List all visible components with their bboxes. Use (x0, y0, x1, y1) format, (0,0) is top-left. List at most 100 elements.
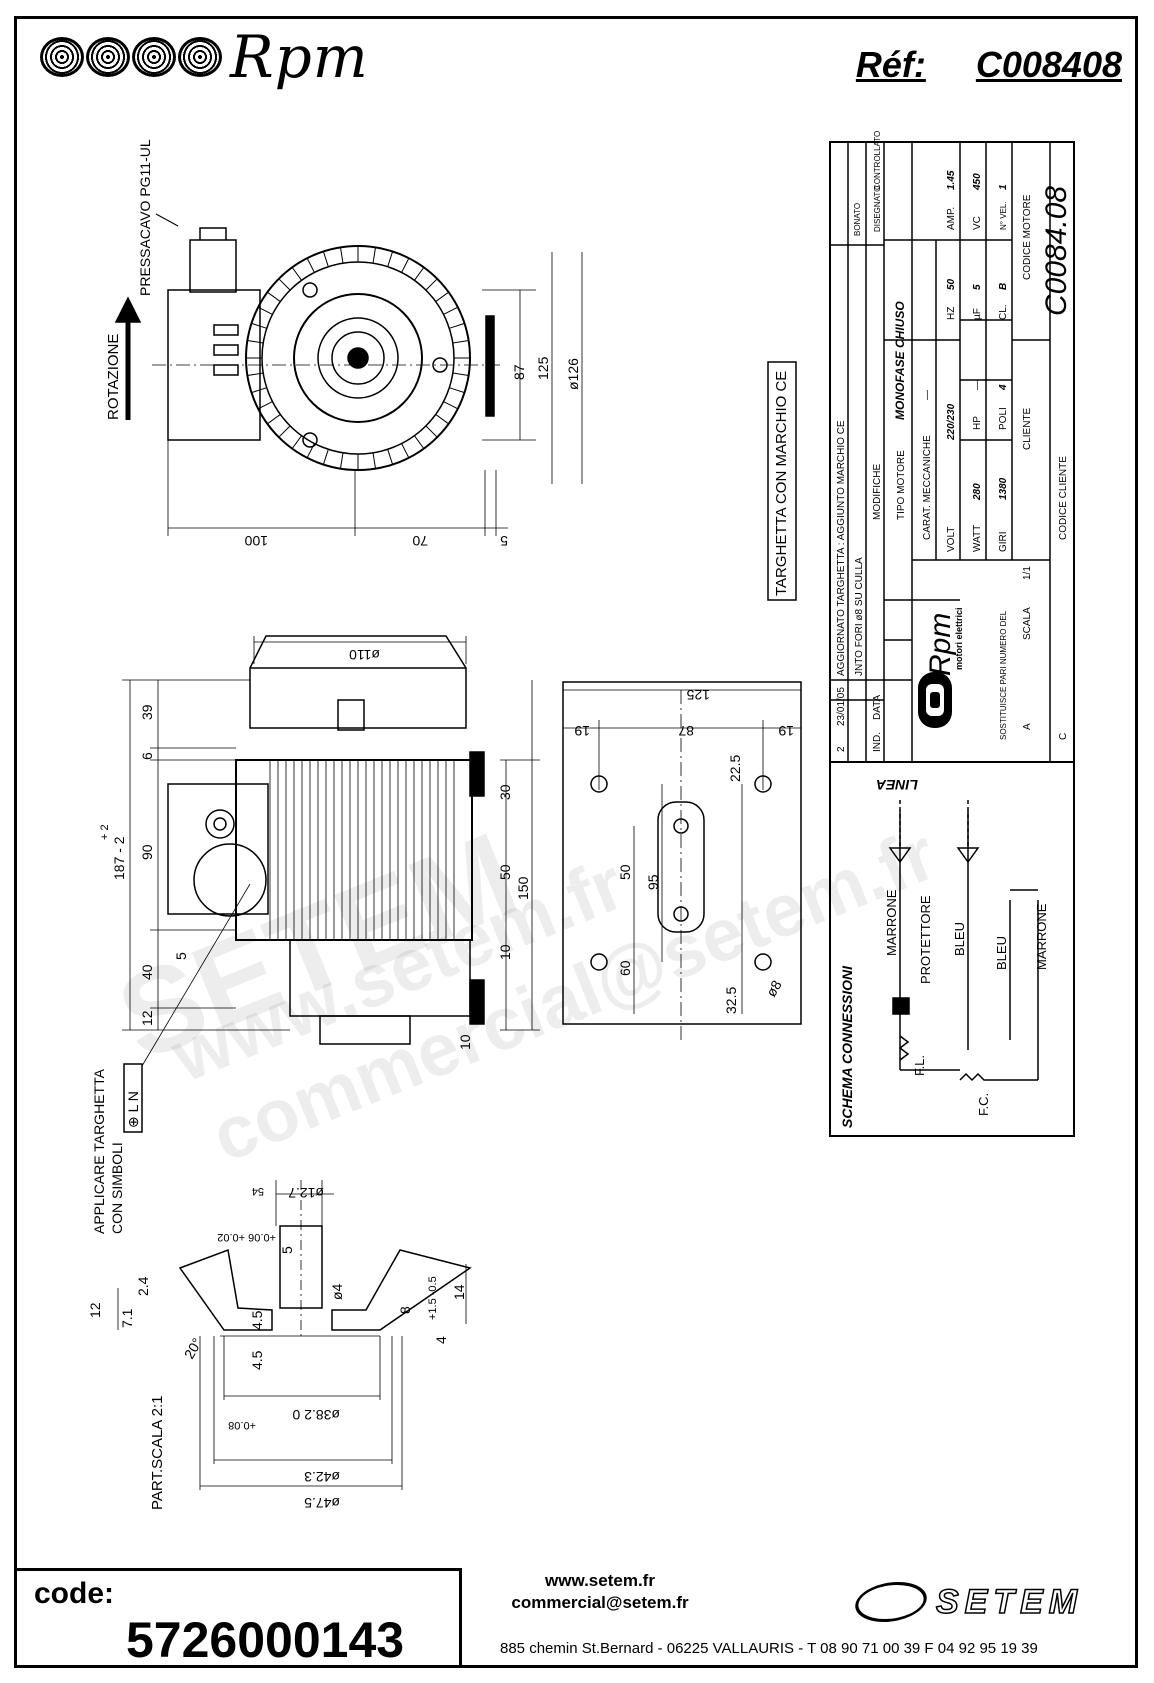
bleu2-label: BLEU (994, 936, 1009, 970)
giri-label: GIRI (998, 531, 1009, 552)
code-label: code: (34, 1577, 115, 1610)
title-block-coil-icon (918, 672, 952, 728)
tipo-motore-label: TIPO MOTORE (896, 450, 907, 520)
symbols: ⊕ L N (125, 1091, 141, 1128)
rotation-label: ROTAZIONE (105, 334, 122, 420)
contact-block: www.setem.fr commercial@setem.fr (500, 1570, 700, 1614)
top-view (114, 213, 583, 536)
marrone2-label: MARRONE (1034, 903, 1049, 970)
dim-125-top: 125 (535, 356, 551, 380)
dim-50-base: 50 (617, 864, 633, 880)
dim-5-top: 5 (500, 533, 508, 549)
dim-40: 40 (139, 964, 155, 980)
dim-d8: ø8 (763, 977, 785, 999)
address: 885 chemin St.Bernard - 06225 VALLAURIS … (500, 1640, 1038, 1657)
c-label: C (1058, 733, 1069, 740)
watt-value: 280 (972, 483, 983, 501)
cl-label: CL. (998, 304, 1009, 320)
dim-87-base: 87 (678, 723, 694, 739)
dim-187: 187 - 2 (111, 836, 127, 880)
col-data: DATA (872, 694, 883, 720)
bonato-label: BONATO (853, 203, 862, 236)
amp-label: AMP. (946, 207, 957, 230)
amp-value: 1.45 (946, 170, 957, 190)
dim-d47: ø47.5 (304, 1495, 340, 1511)
dim-4-detail: 4 (433, 1336, 449, 1344)
codice-motore-label: CODICE MOTORE (1022, 194, 1033, 280)
dim-12-side: 12 (139, 1010, 155, 1026)
dim-d12-7: ø12.7 (288, 1185, 324, 1201)
ref-value: C008408 (975, 44, 1122, 85)
dim-30: 30 (497, 784, 513, 800)
bleu1-label: BLEU (952, 922, 967, 956)
volt-label: VOLT (946, 527, 957, 552)
reference: Réf: C008408 (856, 44, 1122, 86)
rev-no: 2 (836, 746, 847, 752)
dim-d4: ø4 (329, 1283, 345, 1300)
title-block-brand: Rpm (924, 613, 957, 676)
cable-gland-label: PRESSACAVO PG11-UL (137, 139, 153, 296)
dim-d126: ø126 (565, 358, 581, 390)
dim-d38-tol: +0.08 (228, 1419, 256, 1431)
dim-7-1: 7.1 (119, 1308, 135, 1328)
dim-22-5: 22.5 (727, 755, 743, 782)
dim-6: 6 (139, 752, 155, 760)
dim-60: 60 (617, 960, 633, 976)
setem-logo: SETEM (848, 1582, 1084, 1622)
col-ind: IND. (872, 732, 883, 752)
watt-label: WATT (972, 525, 983, 552)
code-box: code: 5726000143 (14, 1568, 462, 1668)
poli-value: 4 (998, 384, 1009, 391)
controllato-label: CONTROLLATO (873, 131, 882, 190)
hz-value: 50 (946, 278, 957, 290)
dim-95: 95 (645, 874, 661, 890)
title-block-brand-sub: motori elettrici (954, 607, 964, 670)
website-link[interactable]: www.setem.fr (545, 1571, 655, 1590)
setem-name: SETEM (935, 1582, 1084, 1622)
code-value: 5726000143 (126, 1612, 405, 1668)
dim-10-side: 10 (497, 944, 513, 960)
dim-19b: 19 (778, 723, 794, 739)
dim-12-detail: 12 (87, 1302, 103, 1318)
cl-value: B (998, 283, 1009, 290)
rev-date: 23/01/05 (836, 687, 847, 726)
carat-label: CARAT. MECCANICHE (922, 435, 933, 540)
dim-32-5: 32.5 (723, 987, 739, 1014)
detail-scale-note: PART.SCALA 2:1 (149, 1395, 166, 1510)
side-view (122, 635, 540, 1133)
symbols-note-1: APPLICARE TARGHETTA (91, 1068, 107, 1234)
plate-note-box (767, 361, 797, 601)
tipo-motore-value: MONOFASE CHIUSO (893, 301, 907, 420)
dim-14: 14 (451, 1284, 467, 1300)
dim-4-5: 4.5 (249, 1310, 265, 1330)
dim-187-tol: + 2 (99, 824, 111, 840)
drawing-frame (14, 16, 1138, 1668)
linea-label: LINEA (876, 777, 918, 793)
codice-motore-value: C0084.08 (1040, 186, 1073, 316)
dim-tol-height: +1.5 -0.5 (427, 1276, 439, 1320)
setem-swirl-icon (848, 1582, 934, 1622)
rev-desc: AGGIORNATO TARGHETTA : AGGIUNTO MARCHIO … (836, 420, 847, 676)
detail-view (117, 1180, 472, 1490)
hz-label: HZ (946, 307, 957, 320)
volt-value: 220/230 (946, 403, 957, 441)
poli-label: POLI (998, 407, 1009, 430)
uf-label: µF (972, 308, 983, 320)
schema-title: SCHEMA CONNESSIONI (839, 965, 855, 1128)
uf-value: 5 (972, 284, 983, 290)
fc-label: F.C. (976, 1093, 991, 1116)
dim-5-side: 5 (173, 952, 189, 960)
ref-label: Réf: (855, 44, 926, 85)
dim-2-4: 2.4 (135, 1276, 151, 1296)
hp-value: — (972, 380, 983, 390)
email-link[interactable]: commercial@setem.fr (511, 1593, 689, 1612)
dim-d38: ø38.2 0 (292, 1407, 340, 1423)
dim-4-5b: 4.5 (249, 1350, 265, 1370)
nvel-value: 1 (998, 184, 1009, 190)
dim-d110: ø110 (349, 647, 380, 663)
fl-label: F.L. (912, 1055, 927, 1076)
a-label: A (1022, 723, 1033, 730)
dim-87: 87 (511, 364, 527, 380)
brand-name: Rpm (230, 23, 369, 91)
